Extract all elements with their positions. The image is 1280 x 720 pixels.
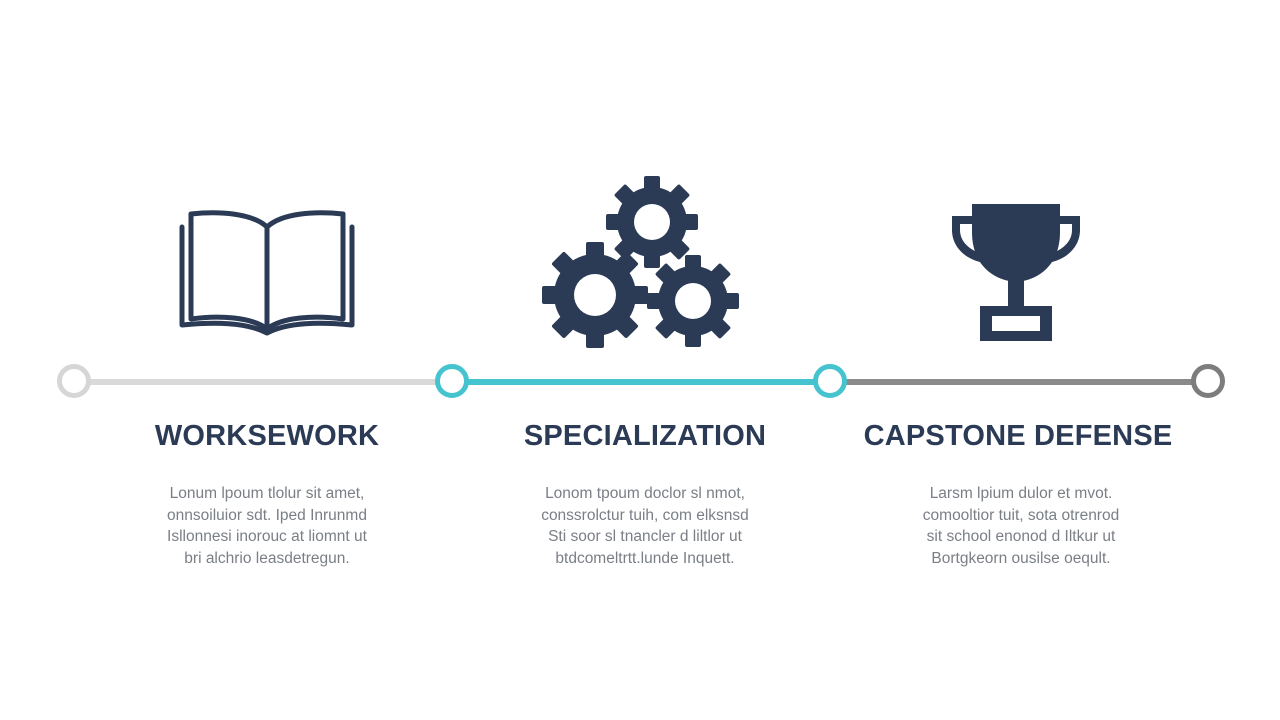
timeline-segment-2 [452,379,830,385]
description-line: Larsm lpium dulor et mvot. [929,485,1113,502]
description-line: sit school enonod d Iltkur ut [926,528,1116,545]
description-line: Bortgkeorn ousilse oeqult. [931,549,1111,567]
description-line: conssrolctur tuih, com elksnsd [541,506,749,524]
timeline-node-2 [435,364,469,398]
step-title-worksework: WORKSEWORK [154,420,380,452]
step-description-3: Larsm lpium dulor et mvot. comooltior tu… [886,483,1156,569]
description-line: Isllonnesi inorouc at liomnt ut [167,528,367,545]
open-book-icon [179,210,355,336]
timeline-segment-1 [74,379,452,385]
timeline-node-end [1191,364,1225,398]
step-description-1: Lonum lpoum tlolur sit amet, onnsoiluior… [132,483,402,569]
gears-icon [542,176,739,348]
timeline-node-start [57,364,91,398]
description-line: Sti soor sl tnancler d liltlor ut [548,528,742,545]
step-title-capstone-defense: CAPSTONE DEFENSE [863,420,1173,452]
description-line: bri alchrio leasdetregun. [184,549,350,567]
timeline-node-3 [813,364,847,398]
step-title-specialization: SPECIALIZATION [523,420,767,452]
description-line: comooltior tuit, sota otrenrod [922,506,1120,524]
description-line: Lonum lpoum tlolur sit amet, [169,485,365,502]
description-line: btdcomeltrtt.lunde Inquett. [555,549,735,567]
step-description-2: Lonom tpoum doclor sl nmot, conssrolctur… [510,483,780,569]
timeline-segment-3 [830,379,1208,385]
description-line: Lonom tpoum doclor sl nmot, [545,485,745,502]
description-line: onnsoiluior sdt. Iped Inrunmd [167,506,367,524]
trophy-icon [952,204,1080,341]
